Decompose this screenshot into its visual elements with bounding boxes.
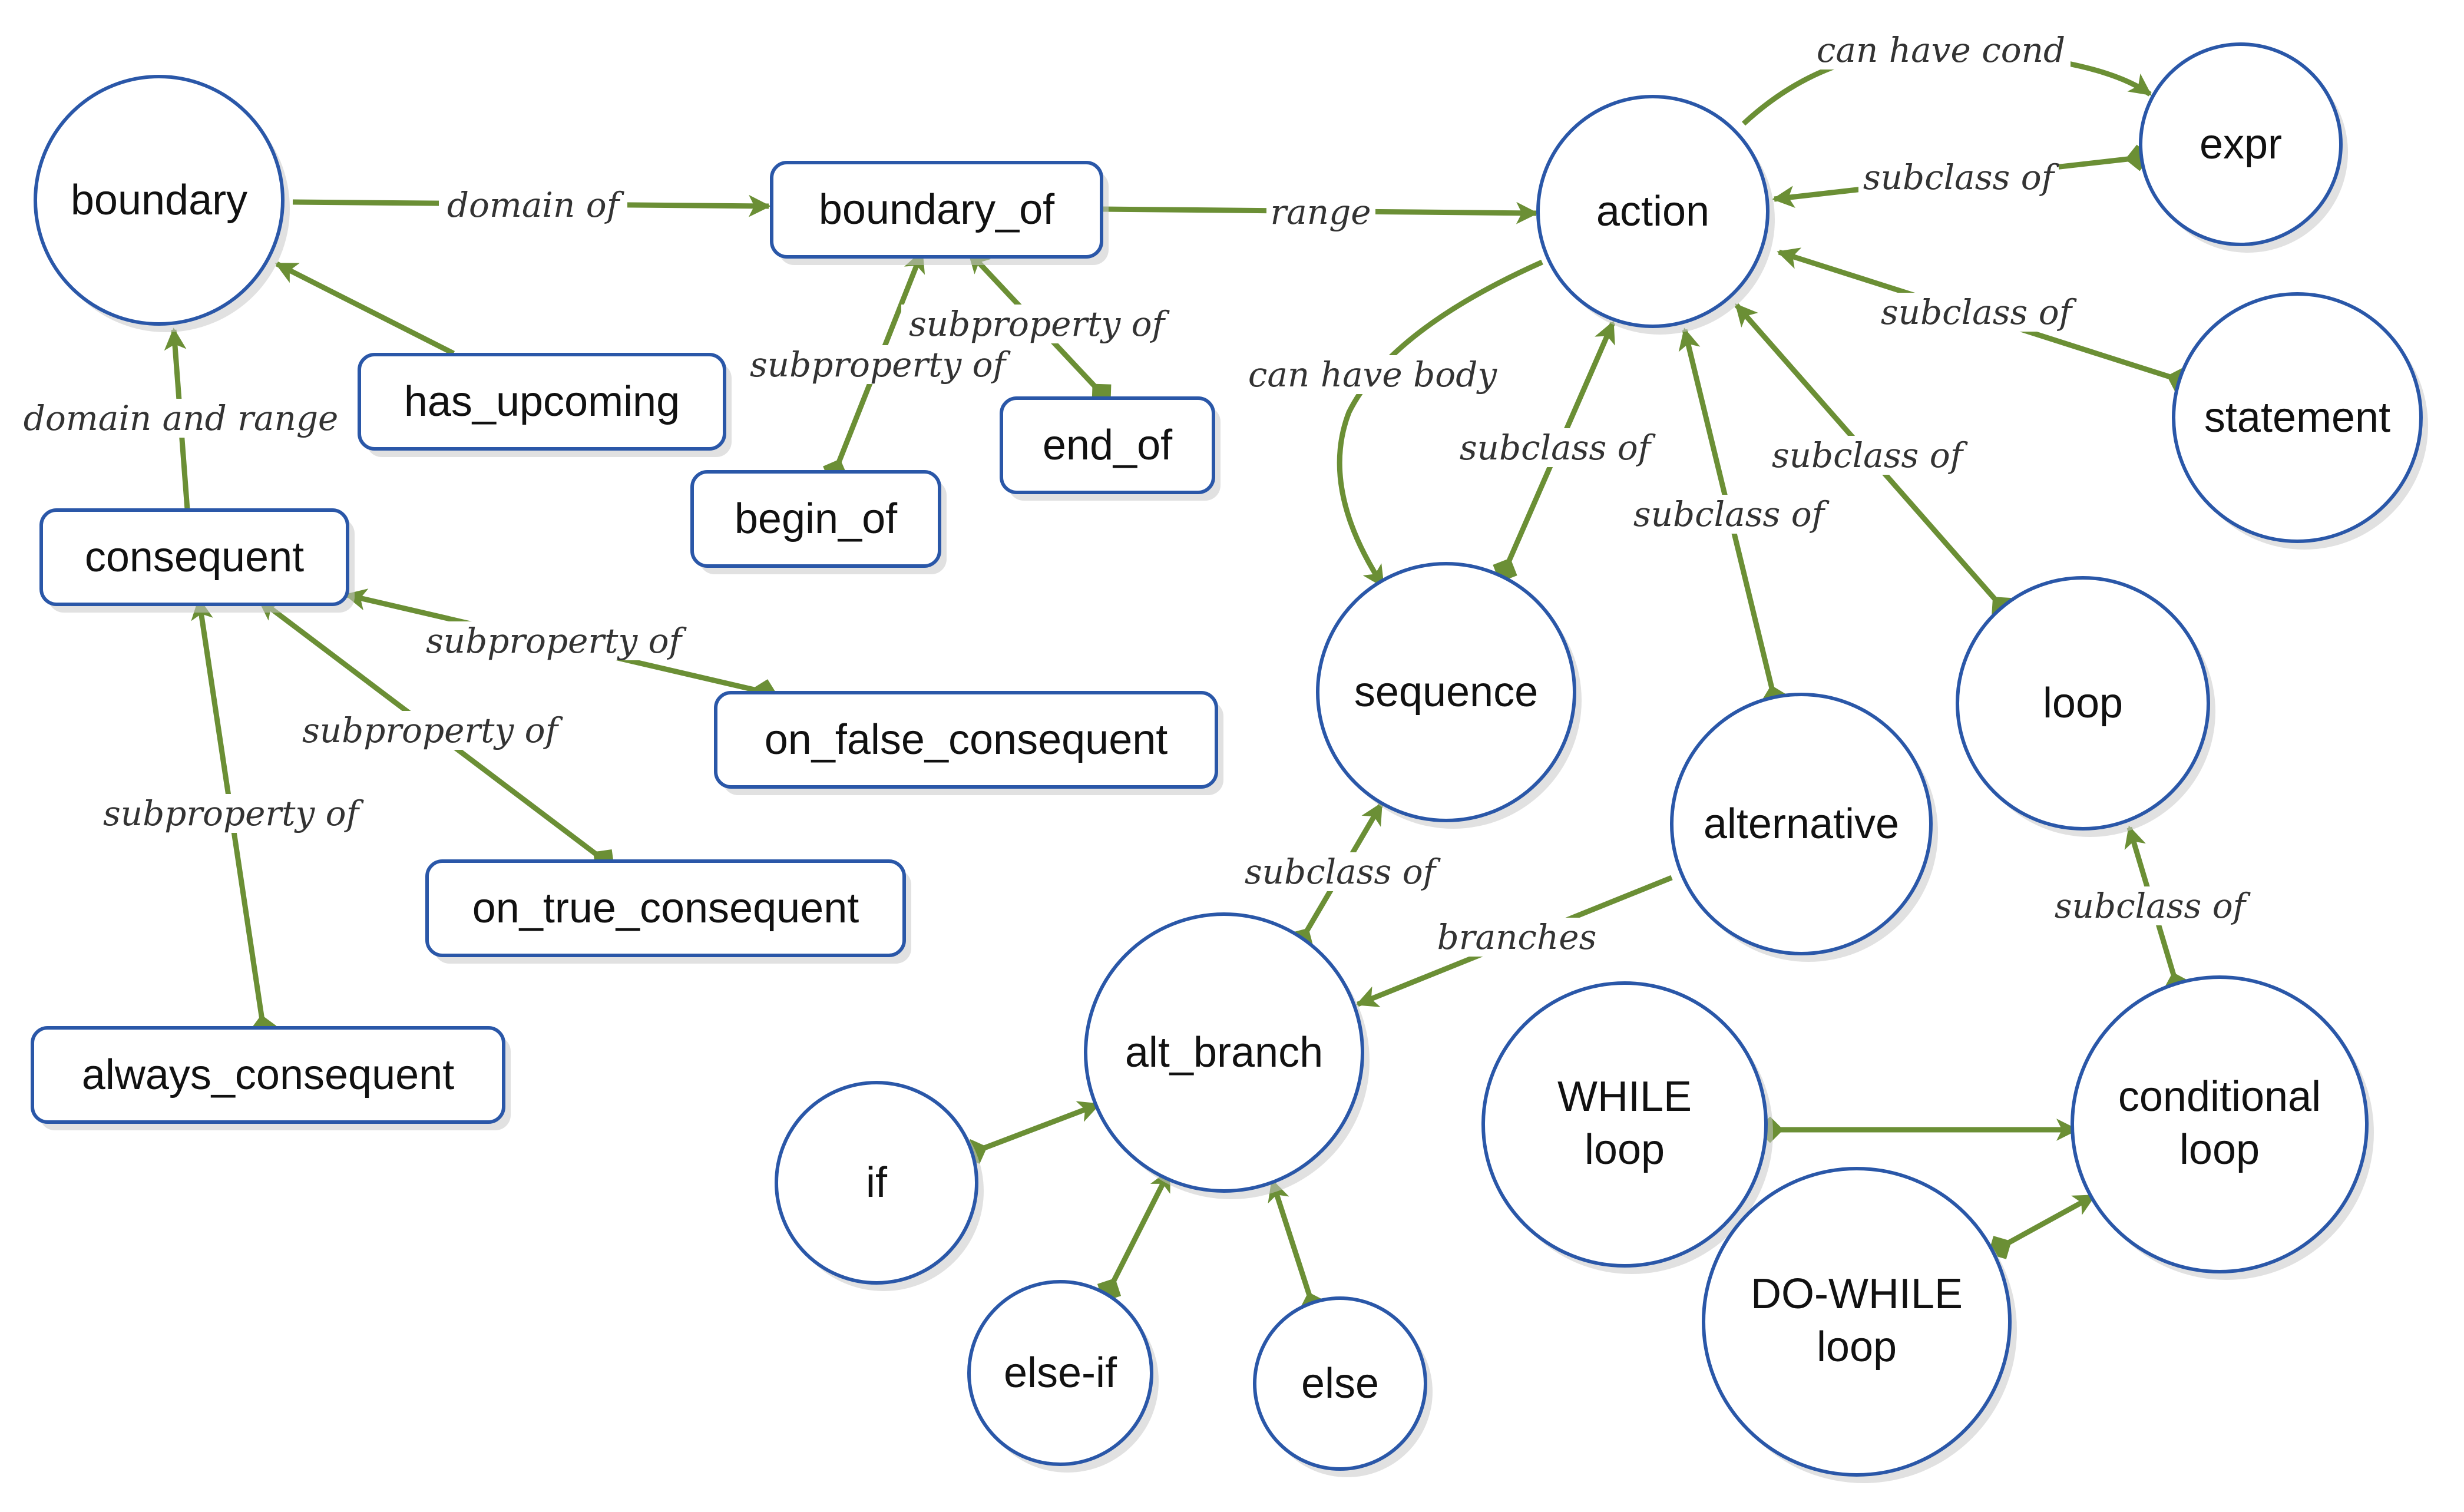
node-alternative-label: alternative bbox=[1704, 800, 1899, 848]
node-else-if-label: else-if bbox=[1004, 1349, 1117, 1397]
node-statement: statement bbox=[2172, 292, 2428, 550]
node-if: if bbox=[775, 1081, 984, 1291]
node-action-label: action bbox=[1596, 188, 1709, 235]
node-do-while-loop-line1: DO-WHILE bbox=[1751, 1271, 1963, 1318]
label-subclass-statement: subclass of bbox=[1881, 292, 2078, 332]
label-subclass-loop: subclass of bbox=[1772, 435, 1969, 475]
edge-if bbox=[962, 1101, 1101, 1164]
label-subclass-alternative: subclass of bbox=[1633, 494, 1830, 534]
node-while-loop: WHILE loop bbox=[1481, 981, 1773, 1274]
node-else: else bbox=[1253, 1296, 1433, 1477]
node-boundary-label: boundary bbox=[71, 177, 247, 224]
node-while-loop-line1: WHILE bbox=[1557, 1073, 1692, 1120]
label-branches: branches bbox=[1437, 917, 1597, 957]
node-loop-label: loop bbox=[2043, 680, 2123, 727]
node-begin-of: begin_of bbox=[690, 470, 947, 574]
node-end-of: end_of bbox=[1000, 396, 1221, 501]
label-subproperty-on-true: subproperty of bbox=[302, 710, 564, 750]
node-boundary: boundary bbox=[34, 75, 290, 332]
label-subclass-sequence: subclass of bbox=[1460, 428, 1656, 468]
node-sequence-label: sequence bbox=[1354, 669, 1538, 716]
edge-can-have-body bbox=[1337, 259, 1543, 588]
node-consequent-label: consequent bbox=[85, 534, 304, 581]
node-action: action bbox=[1536, 95, 1775, 335]
node-alt-branch-label: alt_branch bbox=[1125, 1029, 1323, 1076]
label-subclass-conditional-loop: subclass of bbox=[2055, 886, 2251, 926]
node-conditional-loop-line1: conditional bbox=[2118, 1073, 2321, 1120]
node-has-upcoming-label: has_upcoming bbox=[404, 378, 680, 425]
node-conditional-loop-line2: loop bbox=[2179, 1126, 2260, 1173]
node-expr-label: expr bbox=[2200, 121, 2282, 168]
node-always-consequent-label: always_consequent bbox=[82, 1051, 454, 1099]
node-boundary-of: boundary_of bbox=[770, 161, 1109, 265]
edge-else-if bbox=[1097, 1169, 1172, 1302]
node-sequence: sequence bbox=[1316, 562, 1582, 829]
edge-labels: domain of range can have cond subclass o… bbox=[18, 30, 2251, 957]
node-conditional-loop: conditional loop bbox=[2071, 975, 2374, 1280]
label-subproperty-begin-of: subproperty of bbox=[750, 345, 1011, 385]
node-alt-branch: alt_branch bbox=[1084, 912, 1370, 1199]
label-domain-of: domain of bbox=[447, 185, 625, 225]
label-domain-and-range: domain and range bbox=[24, 398, 339, 438]
label-subproperty-always: subproperty of bbox=[103, 793, 365, 833]
node-consequent: consequent bbox=[39, 508, 355, 613]
node-else-if: else-if bbox=[967, 1280, 1159, 1473]
node-else-label: else bbox=[1301, 1360, 1379, 1407]
label-can-have-cond: can have cond bbox=[1817, 30, 2065, 70]
label-subproperty-end-of: subproperty of bbox=[909, 304, 1170, 344]
node-do-while-loop: DO-WHILE loop bbox=[1702, 1167, 2017, 1483]
node-boundary-of-label: boundary_of bbox=[819, 186, 1055, 233]
node-has-upcoming: has_upcoming bbox=[358, 353, 732, 457]
node-expr: expr bbox=[2139, 42, 2348, 253]
node-while-loop-line2: loop bbox=[1585, 1126, 1665, 1173]
nodes: boundary action expr statement sequence … bbox=[31, 42, 2428, 1483]
node-statement-label: statement bbox=[2204, 394, 2390, 441]
node-on-true-consequent: on_true_consequent bbox=[425, 859, 911, 964]
label-can-have-body: can have body bbox=[1248, 355, 1497, 395]
node-always-consequent: always_consequent bbox=[31, 1026, 511, 1130]
node-on-true-consequent-label: on_true_consequent bbox=[472, 885, 859, 932]
node-do-while-loop-line2: loop bbox=[1817, 1324, 1897, 1371]
edge-do-while bbox=[1988, 1193, 2096, 1259]
node-alternative: alternative bbox=[1670, 693, 1938, 962]
node-on-false-consequent: on_false_consequent bbox=[714, 691, 1223, 795]
node-on-false-consequent-label: on_false_consequent bbox=[765, 716, 1168, 763]
label-subclass-expr: subclass of bbox=[1863, 157, 2060, 197]
label-subproperty-on-false: subproperty of bbox=[426, 621, 687, 661]
label-range: range bbox=[1270, 192, 1371, 232]
label-subclass-alt-branch: subclass of bbox=[1245, 852, 1441, 892]
node-end-of-label: end_of bbox=[1043, 422, 1173, 469]
node-if-label: if bbox=[866, 1159, 888, 1206]
node-begin-of-label: begin_of bbox=[735, 495, 898, 542]
node-loop: loop bbox=[1956, 576, 2215, 837]
edge-else bbox=[1268, 1179, 1325, 1318]
edge-has-upcoming bbox=[274, 261, 455, 356]
